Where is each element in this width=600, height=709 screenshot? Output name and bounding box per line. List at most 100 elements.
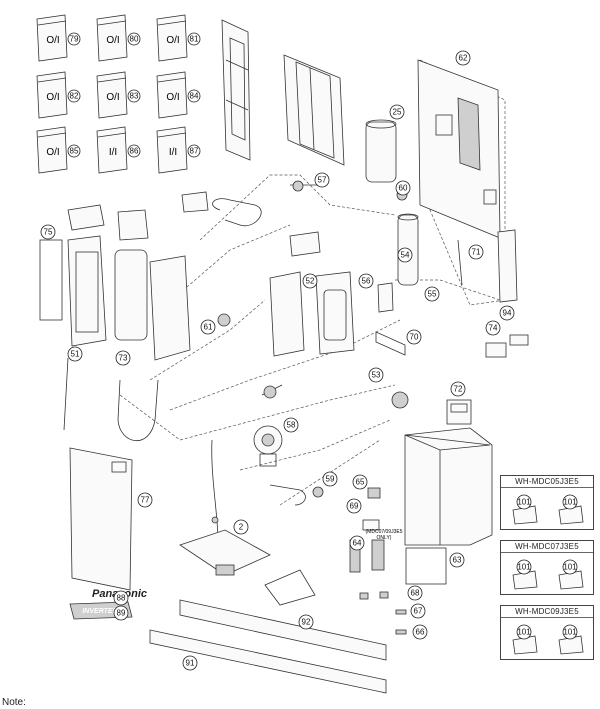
- rail-91: [149, 629, 387, 694]
- callout-74: 74: [485, 320, 501, 336]
- callout-circle: [187, 144, 201, 158]
- callout-circle: [468, 244, 484, 260]
- manual-label: O/I: [166, 92, 179, 103]
- callout-circle: [346, 498, 362, 514]
- callout-number: 94: [503, 309, 512, 318]
- callout-89: 89: [113, 605, 129, 621]
- callout-51: 51: [67, 346, 83, 362]
- callout-75: 75: [40, 224, 56, 240]
- brand-logo: Panasonic INVERTER: [69, 588, 147, 620]
- callout-58: 58: [283, 417, 299, 433]
- manual-label: I/I: [109, 147, 117, 158]
- callout-number: 75: [44, 228, 53, 237]
- callout-number: 56: [362, 277, 371, 286]
- callout-circle: [115, 350, 131, 366]
- callout-number: 66: [416, 628, 425, 637]
- callout-circle: [187, 32, 201, 46]
- callout-number: 70: [410, 333, 419, 342]
- callout-number: 67: [414, 607, 423, 616]
- part-drawing: 101: [512, 624, 538, 655]
- callout-60: 60: [395, 180, 411, 196]
- callout-circle: [113, 590, 129, 606]
- callout-number: 61: [204, 323, 213, 332]
- callout-circle: [298, 614, 314, 630]
- callout-number: 62: [459, 54, 468, 63]
- model-title: WH-MDC09J3E5: [501, 606, 593, 618]
- manual-label: O/I: [46, 147, 59, 158]
- part-drawing: 101: [558, 624, 584, 655]
- callout-number: 86: [130, 147, 139, 156]
- callouts: 2255152535455565758596061626364656667686…: [40, 50, 515, 671]
- callout-circle: [113, 605, 129, 621]
- model-box-3: WH-MDC09J3E5 101 101: [500, 605, 594, 660]
- callout-57: 57: [314, 172, 330, 188]
- callout-2: 2: [233, 519, 249, 535]
- part-icon: 101: [509, 622, 539, 656]
- callout-circle: [449, 552, 465, 568]
- callout-65: 65: [352, 474, 368, 490]
- cylinder-25: [365, 119, 397, 183]
- callout-circle: [407, 585, 423, 601]
- callout-number: 88: [117, 594, 126, 603]
- model-box-2: WH-MDC07J3E5 101 101: [500, 540, 594, 595]
- callout-64: 64: [349, 535, 365, 551]
- model-title: WH-MDC07J3E5: [501, 541, 593, 553]
- small-fittings: [63, 239, 463, 635]
- callout-91: 91: [182, 655, 198, 671]
- callout-number: 85: [70, 147, 79, 156]
- front-cover-frame: [67, 235, 107, 347]
- callout-69: 69: [346, 498, 362, 514]
- callout-52: 52: [302, 273, 318, 289]
- callout-circle: [424, 286, 440, 302]
- callout-circle: [395, 180, 411, 196]
- callout-number: 60: [399, 184, 408, 193]
- callout-number: 2: [239, 523, 244, 532]
- callout-number: 87: [190, 147, 199, 156]
- callout-92: 92: [298, 614, 314, 630]
- svg-text:101: 101: [517, 628, 531, 637]
- small-brackets: [39, 191, 529, 425]
- plate-heat-exchanger-52: [269, 271, 355, 357]
- callout-circle: [67, 89, 81, 103]
- callout-number: 55: [428, 290, 437, 299]
- part-icon: 101: [509, 492, 539, 526]
- callout-circle: [127, 89, 141, 103]
- expansion-vessel-73: [114, 249, 191, 361]
- svg-text:101: 101: [563, 563, 577, 572]
- callout-number: 74: [489, 324, 498, 333]
- svg-text:INVERTER: INVERTER: [82, 608, 117, 615]
- part-icon: 101: [509, 557, 539, 591]
- callout-number: 69: [350, 502, 359, 511]
- callout-number: 89: [117, 609, 126, 618]
- callout-circle: [358, 273, 374, 289]
- callout-77: 77: [137, 492, 153, 508]
- callout-circle: [485, 320, 501, 336]
- small-note: (MDC07/09J3E5 ONLY): [366, 529, 403, 541]
- svg-text:ONLY): ONLY): [377, 535, 392, 541]
- cabinet-back-panel: [221, 19, 251, 161]
- callout-circle: [302, 273, 318, 289]
- callout-circle: [67, 32, 81, 46]
- part-drawing: 101: [558, 559, 584, 590]
- manual-booklet: I/I 86: [96, 126, 141, 174]
- footer-note: Note:: [2, 697, 26, 708]
- manual-label: O/I: [106, 92, 119, 103]
- callout-circle: [499, 305, 515, 321]
- callout-number: 84: [190, 92, 199, 101]
- callout-70: 70: [406, 329, 422, 345]
- callout-number: 64: [353, 539, 362, 548]
- svg-text:101: 101: [517, 563, 531, 572]
- part-icon: 101: [555, 622, 585, 656]
- callout-53: 53: [368, 367, 384, 383]
- callout-63: 63: [449, 552, 465, 568]
- callout-number: 53: [372, 371, 381, 380]
- callout-number: 54: [401, 251, 410, 260]
- callout-number: 59: [326, 475, 335, 484]
- heater-vessel-54: [396, 189, 419, 286]
